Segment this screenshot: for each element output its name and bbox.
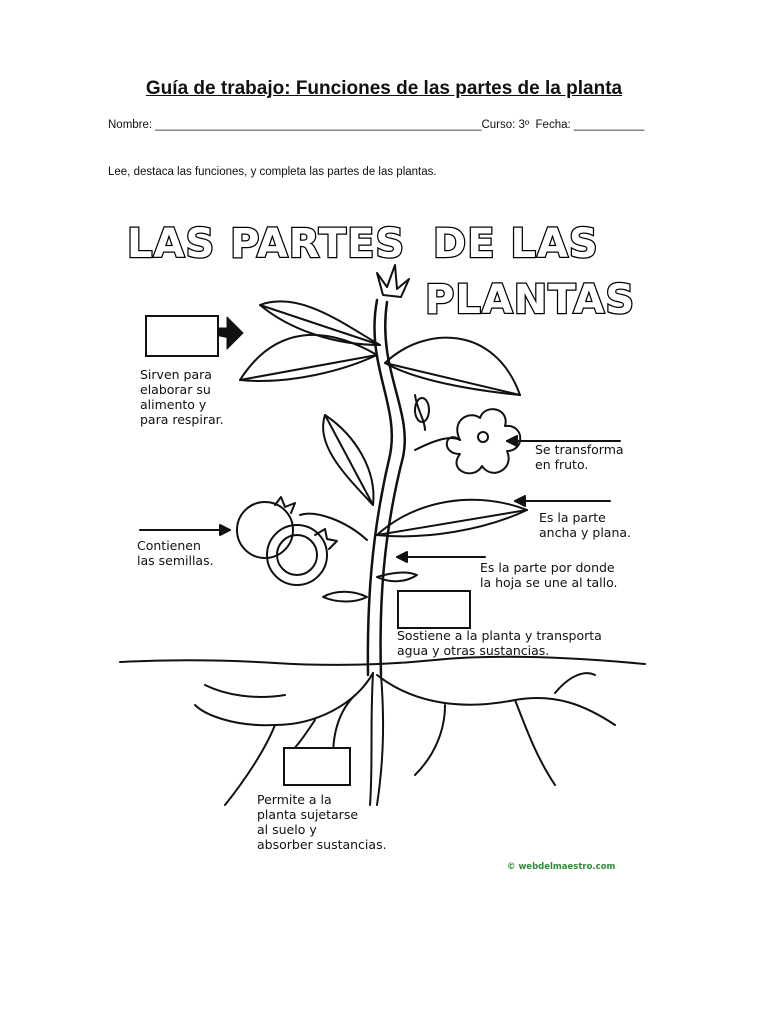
flower-stalk	[414, 437, 461, 451]
root-right	[376, 674, 616, 726]
instructions: Lee, destaca las funciones, y completa l…	[108, 166, 437, 178]
label-blade: Es la parte ancha y plana.	[539, 510, 632, 540]
leaf-right	[384, 336, 521, 396]
name-course-date-line: Nombre: ________________________________…	[108, 119, 645, 131]
label-stem: Sostiene a la planta y transporta agua y…	[397, 628, 602, 658]
fruit-cut-icon	[266, 524, 328, 586]
source-credit: © webdelmaestro.com	[507, 862, 616, 872]
top-bud-icon	[376, 264, 410, 298]
label-leaves: Sirven para elaborar su alimento y para …	[140, 367, 224, 427]
label-fruit: Contienen las semillas.	[137, 538, 214, 568]
answer-box-root[interactable]	[283, 747, 351, 786]
root-main	[369, 672, 374, 806]
heading-las-partes: LAS PARTES	[127, 221, 405, 267]
label-petiole: Es la parte por donde la hoja se une al …	[480, 560, 618, 590]
answer-box-leaves[interactable]	[145, 315, 219, 357]
flower-bud-icon	[414, 397, 430, 423]
fruit-stalk	[299, 512, 368, 541]
answer-box-stem[interactable]	[397, 590, 471, 629]
label-flower: Se transforma en fruto.	[535, 442, 624, 472]
worksheet-title: Guía de trabajo: Funciones de las partes…	[145, 78, 623, 99]
ground-line	[119, 655, 646, 666]
plant-parts-diagram: LAS PARTES DE LAS PLANTAS	[115, 205, 655, 880]
flower-bud-stalk	[414, 394, 426, 431]
heading-de-las: DE LAS	[433, 221, 599, 267]
leaf-small-right	[376, 571, 418, 583]
root-left	[194, 672, 374, 727]
label-root: Permite a la planta sujetarse al suelo y…	[257, 792, 387, 852]
heading-plantas: PLANTAS	[425, 277, 635, 323]
leaf-small-left	[322, 590, 368, 603]
fruit-whole-icon	[236, 501, 294, 559]
flower-icon	[445, 408, 522, 475]
